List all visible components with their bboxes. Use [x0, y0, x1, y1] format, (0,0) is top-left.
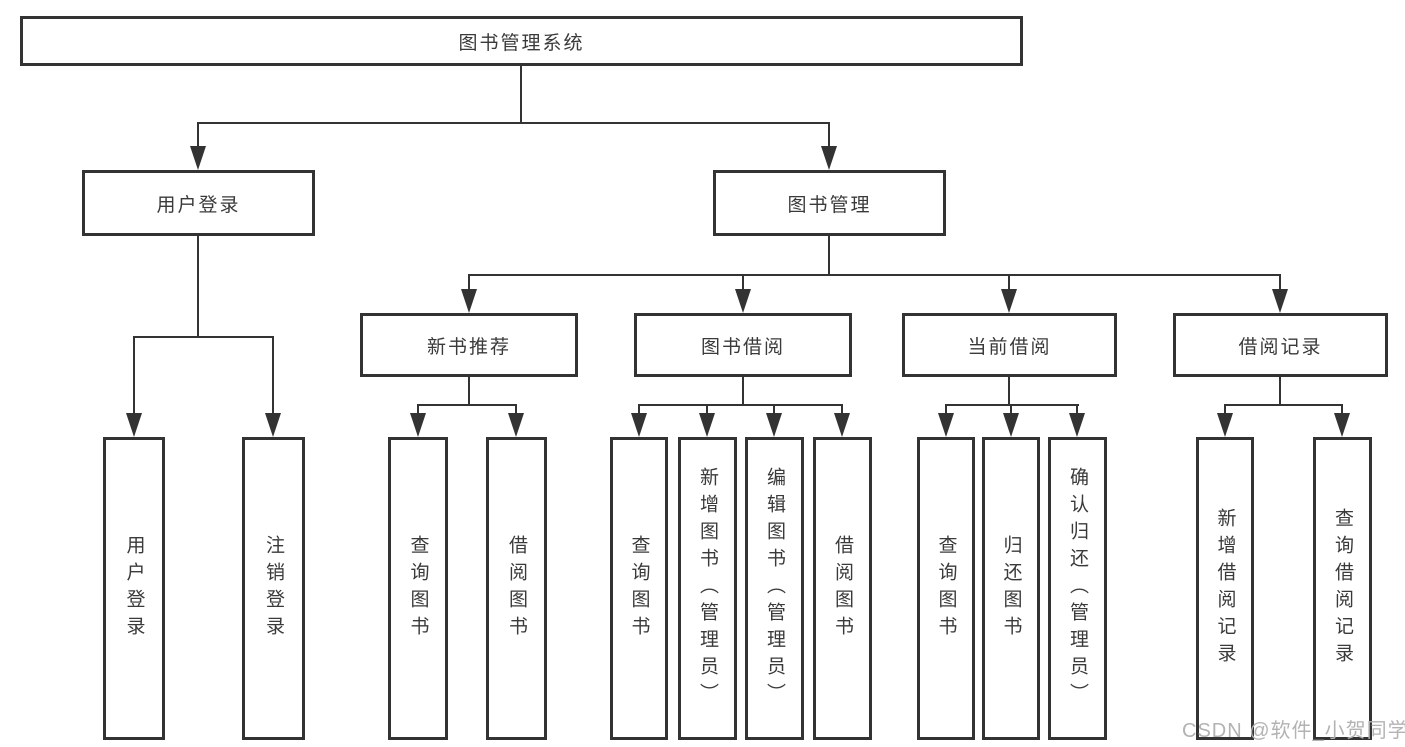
connector-drop: [638, 404, 640, 415]
leaf-logout-label: 注销登录: [263, 534, 284, 643]
arrowhead-down-icon: [834, 413, 850, 437]
leaf-query-books-recommend: 查询图书: [388, 437, 448, 740]
leaf-edit-book-admin: 编辑图书（管理员）: [745, 437, 804, 740]
node-user-login-label: 用户登录: [156, 194, 241, 216]
connector-current-borrow-stem: [1008, 377, 1010, 406]
connector-new-book-recommend-rail: [417, 404, 517, 406]
leaf-add-borrow-record: 新增借阅记录: [1196, 437, 1254, 740]
connector-book-management-stem: [828, 236, 830, 274]
connector-drop: [1008, 274, 1010, 291]
connector-drop: [197, 122, 199, 148]
connector-book-management-rail: [468, 274, 1281, 276]
node-current-borrow-label: 当前借阅: [967, 336, 1052, 358]
node-new-book-recommend: 新书推荐: [360, 313, 578, 377]
connector-book-borrow-stem: [742, 377, 744, 406]
arrowhead-down-icon: [1272, 289, 1288, 313]
connector-drop: [515, 404, 517, 415]
node-current-borrow: 当前借阅: [902, 313, 1117, 377]
connector-drop: [1341, 404, 1343, 415]
node-user-login: 用户登录: [82, 170, 315, 236]
connector-drop: [1279, 274, 1281, 291]
connector-drop: [742, 274, 744, 291]
leaf-query-borrow-record: 查询借阅记录: [1313, 437, 1372, 740]
arrowhead-down-icon: [1334, 413, 1350, 437]
leaf-borrow-books-borrow: 借阅图书: [813, 437, 872, 740]
arrowhead-down-icon: [631, 413, 647, 437]
connector-drop: [1224, 404, 1226, 415]
connector-drop: [133, 336, 135, 415]
connector-drop: [841, 404, 843, 415]
connector-drop: [828, 122, 830, 148]
connector-drop: [945, 404, 947, 415]
leaf-add-book-admin: 新增图书（管理员）: [678, 437, 737, 740]
leaf-borrow-books-recommend-label: 借阅图书: [506, 534, 527, 643]
leaf-query-books-recommend-label: 查询图书: [407, 534, 429, 643]
arrowhead-down-icon: [1001, 289, 1017, 313]
node-borrow-records: 借阅记录: [1173, 313, 1388, 377]
connector-drop: [1076, 404, 1078, 415]
leaf-query-books-borrow-label: 查询图书: [628, 534, 650, 643]
leaf-query-books-current: 查询图书: [917, 437, 975, 740]
node-new-book-recommend-label: 新书推荐: [426, 336, 511, 358]
leaf-borrow-books-borrow-label: 借阅图书: [832, 534, 853, 643]
connector-root-stem: [520, 66, 522, 122]
arrowhead-down-icon: [126, 413, 142, 437]
connector-drop: [272, 336, 274, 415]
connector-drop: [1010, 404, 1012, 415]
node-borrow-records-label: 借阅记录: [1238, 336, 1323, 358]
leaf-logout: 注销登录: [242, 437, 305, 740]
node-book-borrow: 图书借阅: [634, 313, 852, 377]
csdn-watermark: CSDN @软件_小贺同学: [1182, 720, 1405, 742]
connector-user-login-rail: [133, 336, 274, 338]
connector-new-book-recommend-stem: [468, 377, 470, 406]
leaf-confirm-return-admin-label: 确认归还（管理员）: [1067, 467, 1088, 710]
leaf-query-books-current-label: 查询图书: [935, 534, 957, 643]
node-root: 图书管理系统: [20, 16, 1023, 66]
arrowhead-down-icon: [1069, 413, 1085, 437]
leaf-user-login-label: 用户登录: [123, 534, 145, 643]
node-book-management-label: 图书管理: [787, 194, 872, 216]
arrowhead-down-icon: [265, 413, 281, 437]
arrowhead-down-icon: [190, 146, 206, 170]
leaf-add-book-admin-label: 新增图书（管理员）: [697, 467, 718, 710]
arrowhead-down-icon: [461, 289, 477, 313]
node-root-label: 图书管理系统: [458, 32, 585, 54]
connector-user-login-stem: [197, 236, 199, 336]
arrowhead-down-icon: [821, 146, 837, 170]
arrowhead-down-icon: [410, 413, 426, 437]
arrowhead-down-icon: [508, 413, 524, 437]
arrowhead-down-icon: [1217, 413, 1233, 437]
connector-borrow-records-rail: [1224, 404, 1343, 406]
node-book-management: 图书管理: [713, 170, 946, 236]
leaf-confirm-return-admin: 确认归还（管理员）: [1048, 437, 1107, 740]
connector-book-borrow-rail: [638, 404, 843, 406]
leaf-borrow-books-recommend: 借阅图书: [486, 437, 547, 740]
leaf-return-book: 归还图书: [982, 437, 1040, 740]
arrowhead-down-icon: [699, 413, 715, 437]
connector-borrow-records-stem: [1279, 377, 1281, 406]
arrowhead-down-icon: [938, 413, 954, 437]
leaf-return-book-label: 归还图书: [1000, 534, 1022, 643]
leaf-add-borrow-record-label: 新增借阅记录: [1214, 507, 1236, 670]
arrowhead-down-icon: [735, 289, 751, 313]
connector-current-borrow-rail: [945, 404, 1079, 406]
arrowhead-down-icon: [1003, 413, 1019, 437]
connector-drop: [417, 404, 419, 415]
leaf-user-login: 用户登录: [103, 437, 165, 740]
connector-drop: [468, 274, 470, 291]
leaf-edit-book-admin-label: 编辑图书（管理员）: [764, 467, 785, 710]
connector-drop: [706, 404, 708, 415]
leaf-query-borrow-record-label: 查询借阅记录: [1332, 507, 1353, 670]
leaf-query-books-borrow: 查询图书: [610, 437, 668, 740]
connector-root-rail: [197, 122, 830, 124]
connector-drop: [773, 404, 775, 415]
arrowhead-down-icon: [766, 413, 782, 437]
node-book-borrow-label: 图书借阅: [700, 336, 785, 358]
